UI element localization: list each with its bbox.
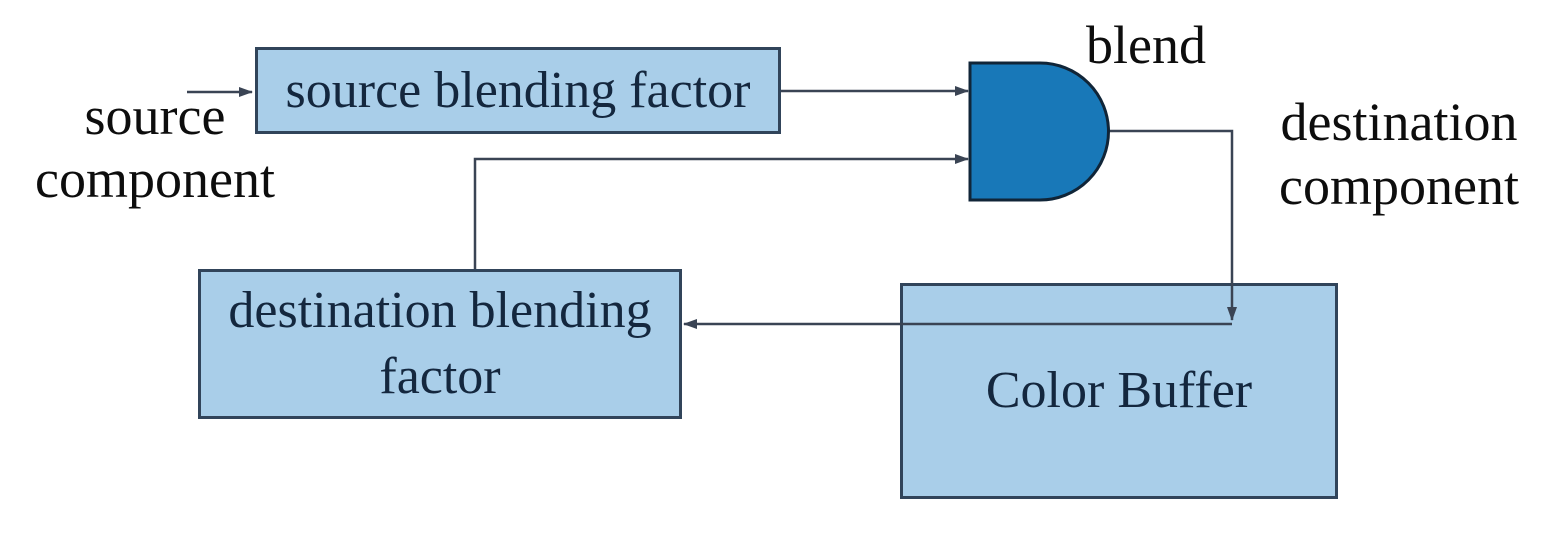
source-component-line1: source (84, 86, 226, 146)
blend-label: blend (1086, 15, 1206, 75)
blend-gate-icon (968, 61, 1110, 202)
connector-dest-factor-to-blend (473, 154, 969, 269)
destination-component-label: destination component (1268, 90, 1530, 218)
color-buffer-node: Color Buffer (900, 283, 1338, 499)
destination-component-line2: component (1279, 156, 1519, 216)
source-component-line2: component (35, 149, 275, 209)
destination-blending-factor-node: destination blending factor (198, 269, 682, 419)
destination-component-line1: destination (1280, 92, 1518, 152)
source-blending-factor-node: source blending factor (255, 47, 781, 134)
source-component-label: source component (20, 85, 290, 211)
